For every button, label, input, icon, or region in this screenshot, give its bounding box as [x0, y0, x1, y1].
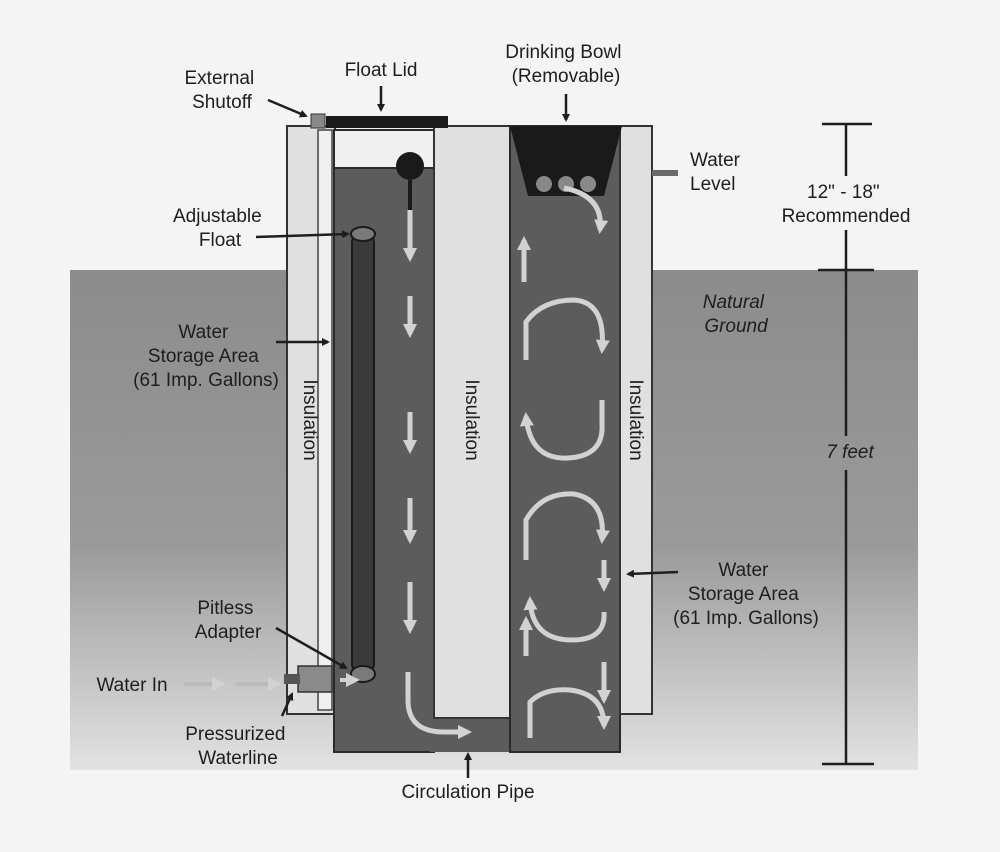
insulation-middle-label: Insulation	[461, 379, 482, 460]
water-chamber-right	[509, 125, 621, 753]
bowl-ball	[536, 176, 552, 192]
flow-arrows-left	[403, 210, 472, 739]
recommended-label: 12" - 18" Recommended	[782, 182, 911, 227]
external-shutoff-valve	[310, 113, 326, 129]
insulation-left-label: Insulation	[299, 379, 320, 460]
pressurized-waterline-label: Pressurized Waterline	[185, 724, 291, 769]
pitless-adapter	[297, 665, 333, 693]
insulation-right	[619, 125, 653, 715]
waterline-stub	[284, 674, 300, 684]
adjustable-float-label: Adjustable Float	[173, 206, 267, 251]
float-lid-label: Float Lid	[345, 60, 418, 81]
seven-feet-label: 7 feet	[826, 442, 874, 463]
pointer-arrows	[255, 86, 679, 778]
float-lid	[326, 116, 448, 128]
flow-loops-right	[517, 185, 611, 738]
drinking-bowl	[510, 126, 622, 196]
adjustable-float	[350, 226, 376, 242]
shutoff-channel	[317, 129, 333, 711]
bowl-ball	[580, 176, 596, 192]
insulation-right-label: Insulation	[625, 379, 646, 460]
natural-ground-label: Natural Ground	[703, 292, 770, 337]
drinking-bowl-label: Drinking Bowl (Removable)	[505, 42, 626, 87]
water-chamber-left	[333, 167, 435, 753]
pitless-adapter-label: Pitless Adapter	[195, 598, 262, 643]
water-in-label: Water In	[96, 675, 167, 696]
riser-pipe	[351, 233, 375, 673]
water-storage-left-label: Water Storage Area (61 Imp. Gallons)	[133, 322, 279, 391]
circulation-pipe-channel	[430, 718, 514, 752]
depth-measurement	[818, 122, 874, 766]
float-ball	[396, 152, 424, 180]
water-storage-right-label: Water Storage Area (61 Imp. Gallons)	[673, 560, 819, 629]
water-level-label: Water Level	[690, 150, 745, 195]
water-level-marker	[652, 170, 678, 176]
circulation-pipe-label: Circulation Pipe	[401, 782, 534, 803]
external-shutoff-label: External Shutoff	[185, 68, 260, 113]
